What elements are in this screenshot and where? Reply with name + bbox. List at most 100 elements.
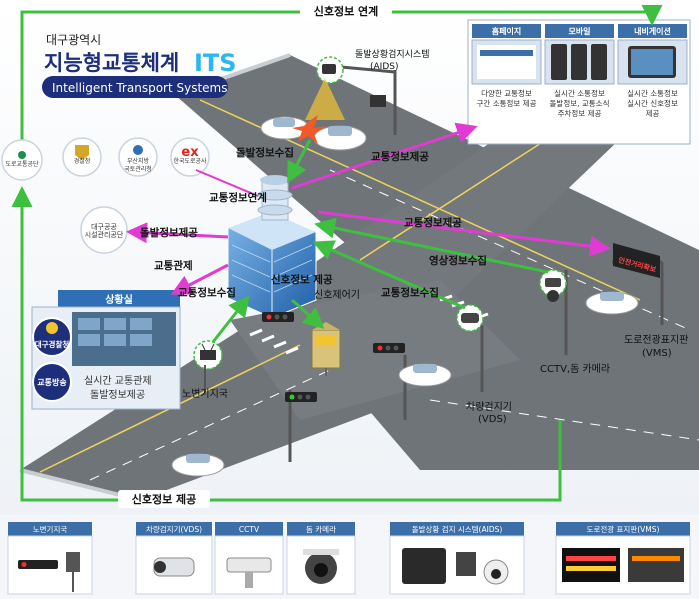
police-badge [32, 317, 72, 357]
vms-board-icon [562, 548, 620, 582]
device-legend: 노변기지국 차량검지기(VDS) CCTV 돔 카메라 돌발상황 검지 시스템(AIDS… [0, 515, 699, 599]
ex-logo-icon: ex [181, 145, 199, 160]
aids-label-2: (AIDS) [370, 62, 398, 72]
situation-desc-2: 돌발정보제공 [90, 389, 145, 401]
agency-circle [1, 139, 43, 181]
phone-icon [591, 44, 607, 80]
header-title-its: ITS [194, 49, 237, 77]
service-desc: 돌발정보, 교통소식 [550, 98, 610, 108]
flow-labels: 돌발정보수집 교통정보제공 교통정보연계 교통정보제공 돌발정보제공 교통관제 … [140, 146, 487, 299]
broadcast-badge [32, 362, 72, 402]
header-title-en: Intelligent Transport Systems [52, 81, 227, 95]
legend-header [136, 522, 212, 536]
police-emblem-icon [75, 145, 89, 160]
vds-label-1: 차량검지기 [466, 401, 512, 413]
header: 대구광역시 지능형교통체계 ITS Intelligent Transport … [42, 33, 237, 98]
situation-room-panel: 상황실 대구경찰청 교통방송 실시간 교통관제 돌발정보제공 [31, 290, 181, 410]
field-devices: 신호제어기 노변기지국 차량검지기 (VDS) [171, 243, 688, 477]
cctv-camera-icon [226, 557, 272, 573]
aids-scene: 돌발상황검지시스템 (AIDS) [260, 48, 430, 151]
agency-name: 국토관리청 [124, 165, 152, 173]
label-traffic-collect-left: 교통정보수집 [178, 286, 236, 299]
service-title-bar [472, 24, 541, 38]
vms-label-2: (VMS) [642, 348, 672, 359]
label-incident-collect: 돌발정보수집 [236, 146, 294, 159]
roadside-station-icon [193, 340, 223, 395]
label-incident-provide: 돌발정보제공 [140, 226, 198, 239]
vds-icon [456, 304, 484, 392]
signal-link-arrow: 신호정보 연계 [20, 2, 663, 150]
legend-item-6: 도로전광 표지판(VMS) [555, 522, 691, 595]
service-desc: 실시간 소통정보 [554, 88, 605, 98]
header-en-pill [42, 76, 228, 98]
agency-name: 도로교통공단 [5, 160, 39, 168]
legend-header [556, 522, 690, 536]
situation-room-title: 상황실 [105, 293, 133, 306]
label-traffic-provide-1: 교통정보제공 [371, 150, 429, 163]
koroad-logo-icon [18, 151, 26, 159]
header-org: 대구광역시 [46, 33, 101, 47]
signal-provide-bottom-label: 신호정보 제공 [132, 492, 197, 506]
service-desc: 실시간 신호정보 [627, 98, 678, 108]
aids-box-icon [370, 95, 386, 107]
vms-label-1: 도로전광표지판 [624, 334, 688, 346]
service-title-bar [618, 24, 687, 38]
agency-name: 경찰청 [74, 157, 91, 165]
vms-board-icon-2 [628, 548, 684, 582]
legend-label: 차량검지기(VDS) [146, 524, 202, 534]
service-title: 홈페이지 [492, 26, 521, 36]
agency-name: 부산지방 [127, 157, 150, 165]
service-title-bar [545, 24, 614, 38]
crash-cars-icon [260, 115, 367, 151]
service-desc: 다양한 교통정보 [481, 88, 532, 98]
agency-name: 시설관리공단 [85, 230, 124, 239]
agency-circle [170, 137, 210, 177]
legend-header [8, 522, 92, 536]
legend-label: 도로전광 표지판(VMS) [587, 524, 660, 534]
traffic-light-icons [262, 312, 407, 462]
legend-label: CCTV [239, 525, 260, 534]
agency-circle [118, 137, 158, 177]
header-title-ko: 지능형교통체계 [44, 51, 179, 75]
agency-name: 한국도로공사 [173, 157, 207, 165]
service-desc: 제공 [646, 109, 660, 118]
service-desc: 구간 소통정보 제공 [477, 98, 537, 108]
label-traffic-link: 교통정보연계 [209, 191, 267, 204]
agency-2: 경찰청 [62, 137, 102, 177]
signal-link-label: 신호정보 연계 [314, 4, 379, 18]
legend-header [215, 522, 283, 536]
vds-label-2: (VDS) [478, 414, 507, 425]
cctv-label: CCTV,돔 카메라 [540, 363, 610, 375]
phone-icon [571, 44, 587, 80]
legend-label: 돔 카메라 [306, 525, 336, 534]
service-title: 모바일 [568, 26, 590, 36]
aids-label-1: 돌발상황검지시스템 [355, 48, 430, 60]
situation-desc-1: 실시간 교통관제 [84, 375, 152, 387]
legend-item-5: 돌발상황 검지 시스템(AIDS) [389, 522, 525, 595]
ministry-emblem-icon [133, 145, 143, 155]
situation-room-header [58, 290, 180, 307]
label-traffic-control: 교통관제 [154, 259, 193, 272]
phone-icon [551, 44, 567, 80]
label-video-collect: 영상정보수집 [429, 254, 487, 267]
flow-arrows [126, 122, 611, 343]
legend-label: 노변기지국 [33, 525, 68, 534]
label-traffic-collect-right: 교통정보수집 [381, 286, 439, 299]
signal-provide-arrow: 신호정보 제공 [11, 186, 562, 508]
legend-item-4: 돔 카메라 [286, 522, 356, 595]
legend-item-2: 차량검지기(VDS) [135, 522, 213, 595]
legend-header [390, 522, 524, 536]
badge-broadcast-label: 교통방송 [37, 377, 67, 387]
roadside-label: 노변기지국 [182, 388, 228, 400]
service-desc: 주차정보 제공 [558, 108, 602, 118]
